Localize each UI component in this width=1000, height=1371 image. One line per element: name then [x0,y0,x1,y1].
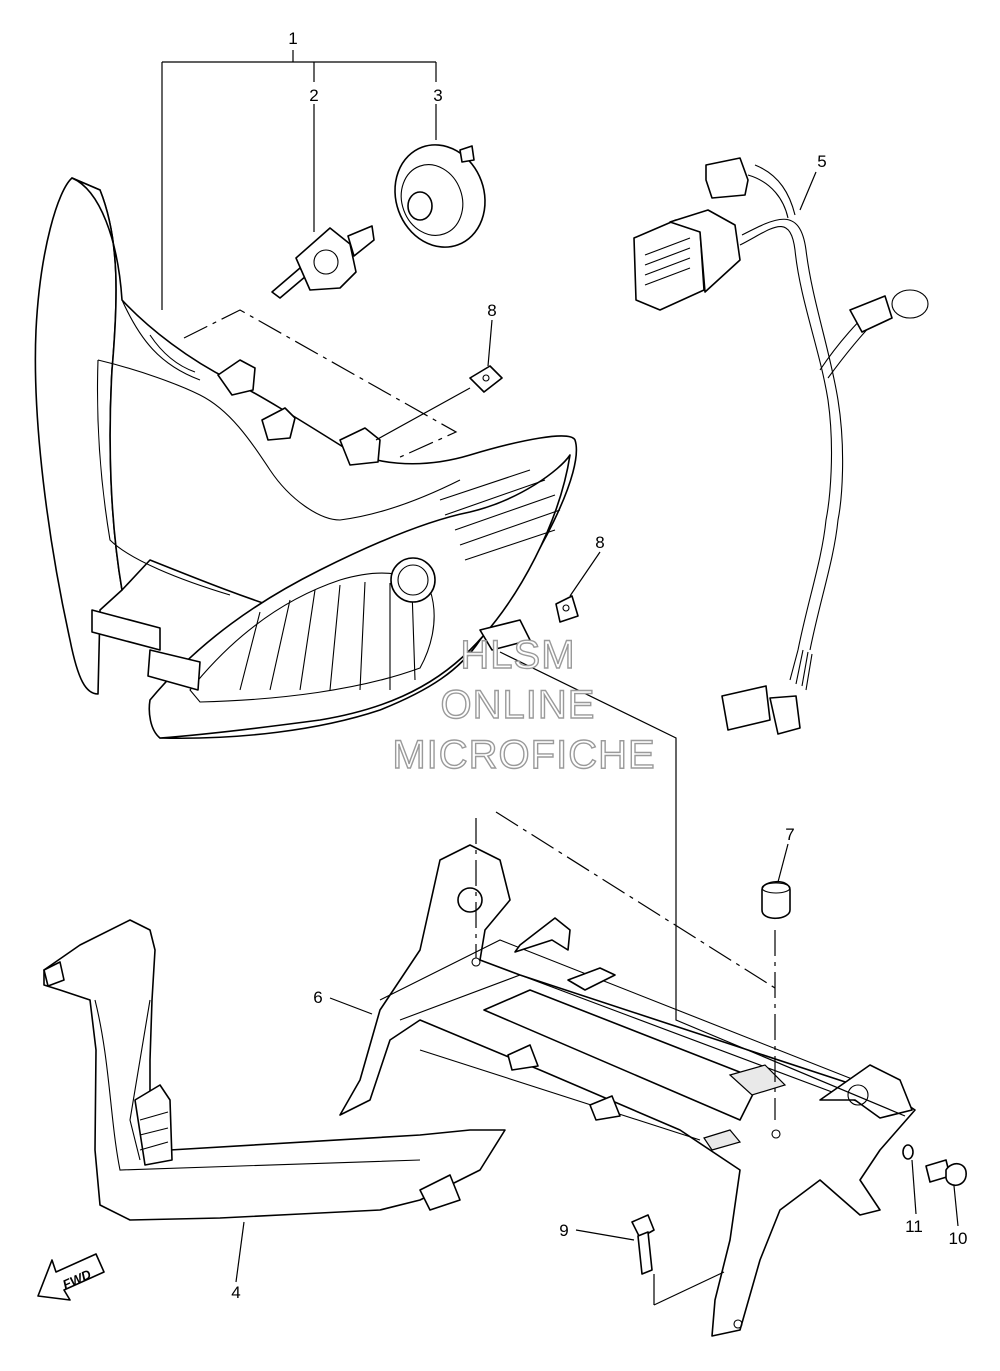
callout-4: 4 [231,1283,240,1302]
callout-3: 3 [433,86,442,105]
leader-lines [161,50,959,1283]
fwd-arrow-icon: FWD [37,1253,105,1301]
watermark-line-2: ONLINE [441,683,596,727]
callout-2: 2 [309,86,318,105]
callout-8-upper: 8 [487,301,496,320]
headlight-assembly [34,177,578,740]
callout-8-lower: 8 [595,533,604,552]
damper [761,880,791,920]
cowling-stay [43,919,506,1221]
watermark: HLSM ONLINE MICROFICHE [392,632,656,777]
nut-upper [469,365,503,393]
socket-cover [394,144,486,248]
wire-harness [633,157,929,735]
washer [902,1144,914,1160]
callout-9: 9 [559,1221,568,1240]
nut-lower [555,595,579,623]
bolt-9 [631,1214,655,1275]
watermark-line-3: MICROFICHE [392,733,655,777]
bolt-10 [925,1159,967,1187]
assembly-lines [183,309,906,1306]
watermark-line-1: HLSM [460,633,575,677]
callout-6: 6 [313,988,322,1007]
callout-10: 10 [949,1229,968,1248]
callout-labels: 1 2 3 8 5 8 7 6 9 11 10 4 [231,29,967,1302]
callout-7: 7 [785,825,794,844]
headlight-stay [339,844,916,1337]
callout-1: 1 [288,29,297,48]
bulb [271,225,375,299]
callout-5: 5 [817,152,826,171]
callout-11: 11 [905,1217,923,1236]
